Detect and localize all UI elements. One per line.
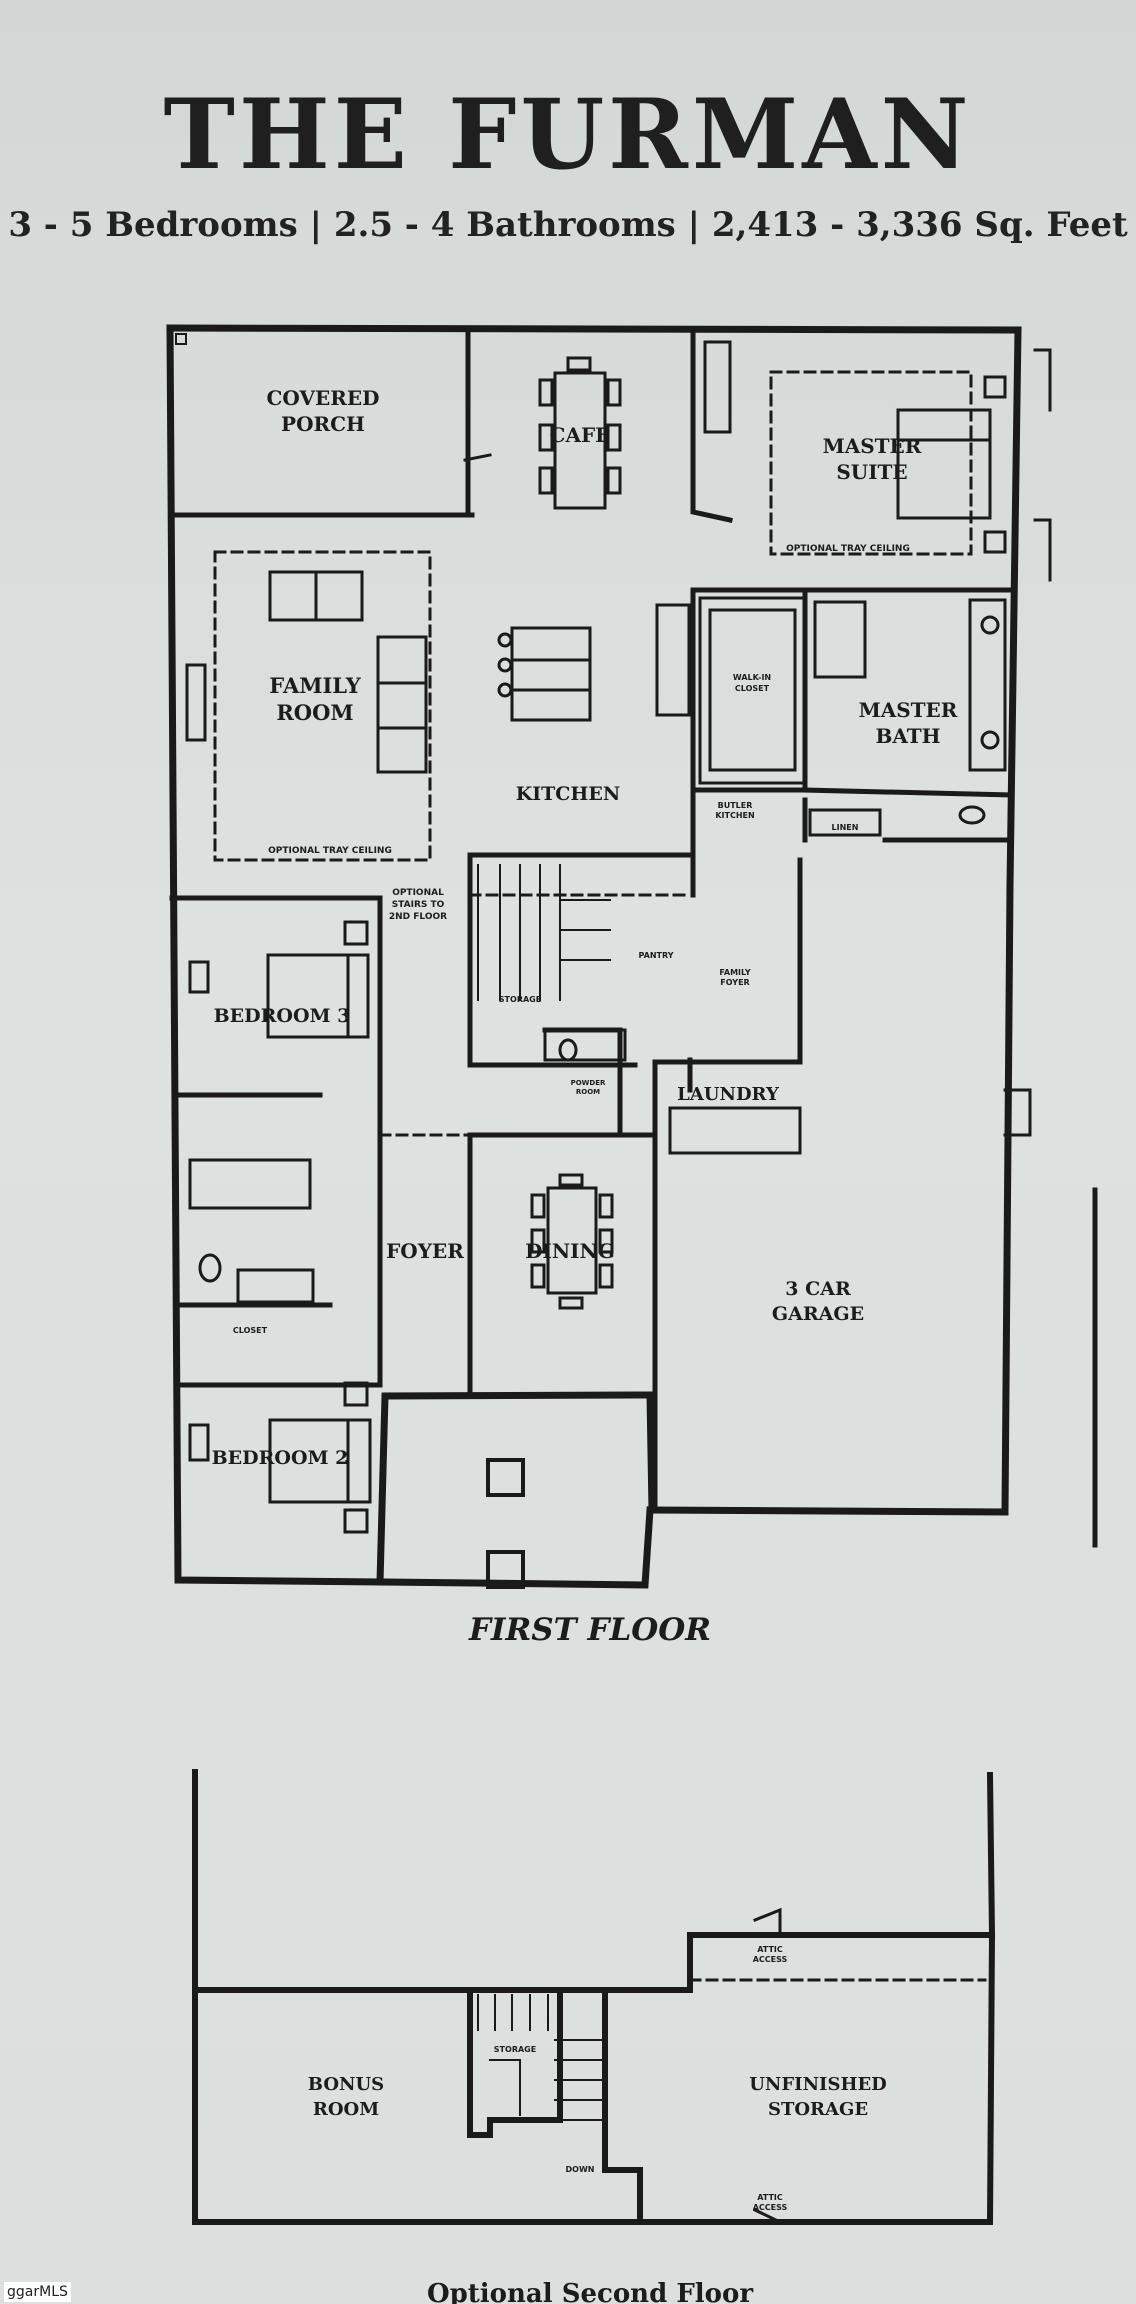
stairs-icon: [477, 864, 611, 1001]
kitchen-island-icon: [497, 626, 592, 722]
first-floor-caption: FIRST FLOOR: [468, 1612, 711, 1648]
bedroom3-bed-icon: [188, 920, 370, 1039]
cafe-label: CAFE: [550, 423, 611, 447]
second-floor-caption: Optional Second Floor: [427, 2279, 753, 2304]
hall-bath-fixtures: [188, 1158, 315, 1304]
cafe-table-icon: [538, 356, 622, 510]
master-bath-fixtures: [808, 598, 1007, 837]
linen-note: LINEN: [832, 823, 859, 832]
walk-in-closet-outline: [655, 596, 807, 785]
second-floor-storage-note: STORAGE: [494, 2045, 536, 2054]
master-tray-ceiling-note: OPTIONAL TRAY CEILING: [786, 544, 910, 554]
down-note: DOWN: [566, 2165, 595, 2174]
laundry-fixtures: [668, 1106, 802, 1155]
porch-columns: [486, 1458, 525, 1589]
closet-note: CLOSET: [233, 1326, 268, 1335]
second-floor-stairs: [477, 1994, 606, 2121]
mls-watermark: ggarMLS: [4, 2282, 71, 2302]
bedroom2-bed-icon: [188, 1381, 372, 1534]
plan-title: THE FURMAN: [163, 78, 973, 191]
first-floor-dashed-lines: [213, 370, 973, 1137]
powder-room-fixtures: [543, 1028, 627, 1062]
bedroom3-label: BEDROOM 3: [214, 1005, 351, 1027]
first-floor-outline: [166, 324, 1022, 1589]
dining-label: DINING: [525, 1239, 615, 1263]
dining-table-icon: [530, 1173, 614, 1310]
plan-subtitle: 3 - 5 Bedrooms | 2.5 - 4 Bathrooms | 2,4…: [8, 205, 1128, 245]
family-tray-ceiling-note: OPTIONAL TRAY CEILING: [268, 846, 392, 856]
bedroom2-label: BEDROOM 2: [212, 1447, 349, 1469]
pantry-note: PANTRY: [639, 951, 674, 960]
sofa-icon: [185, 570, 428, 774]
second-floor-outline: [192, 1769, 996, 2225]
master-bed-icon: [703, 340, 1007, 554]
storage-note: STORAGE: [499, 995, 541, 1004]
kitchen-label: KITCHEN: [516, 783, 620, 805]
foyer-label: FOYER: [386, 1239, 464, 1263]
laundry-label: LAUNDRY: [677, 1084, 780, 1105]
